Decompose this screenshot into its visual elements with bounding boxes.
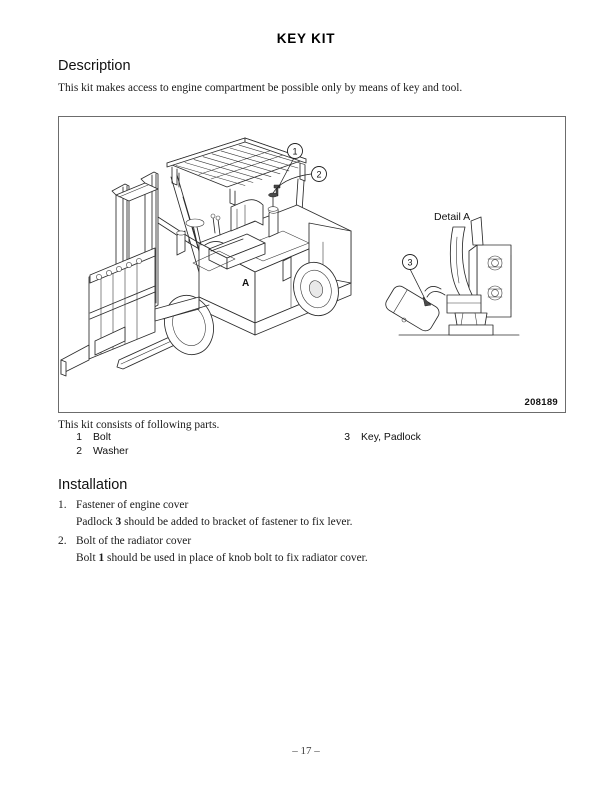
figure-number: 208189 [524,397,558,408]
step-title-row: 1. Fastener of engine cover [58,497,566,514]
parts-list: 1 Bolt 2 Washer 3 Key, Padlock [58,432,566,466]
callout-balloon-1 [287,143,303,159]
section-marker-a: A [242,278,249,289]
step-detail-ref: 1 [98,552,105,564]
callout-balloon-3 [402,254,418,270]
callout-3: 3 [402,254,432,307]
heading-description: Description [58,58,131,74]
step-detail: Bolt 1 should be used in place of knob b… [58,550,566,567]
callout-balloon-2 [311,166,327,182]
latch-lever [446,226,482,314]
step-title-row: 2. Bolt of the radiator cover [58,533,566,550]
step-detail-suffix: should be added to bracket of fastener t… [121,516,353,528]
engine-cover-fasteners [176,208,292,282]
page-footer: – 17 – [292,745,320,757]
part-item: 1 Bolt [65,432,111,443]
step-number: 2. [58,535,67,547]
forklift-drawing: A [60,137,352,377]
base-pedestal [448,312,494,336]
step-title: Bolt of the radiator cover [76,535,192,547]
svg-text:2: 2 [316,169,321,179]
rear-wheel [293,261,339,317]
part-name: Washer [93,446,129,457]
description-paragraph: This kit makes access to engine compartm… [58,82,463,94]
page-title: KEY KIT [276,31,336,46]
detail-a-view: Detail A [385,211,520,336]
part-number: 2 [76,446,82,457]
step-detail-suffix: should be used in place of knob bolt to … [104,552,368,564]
part-number: 3 [344,432,350,443]
operator-seat [185,199,266,272]
step-number: 1. [58,499,67,511]
svg-text:1: 1 [292,146,297,156]
forklift-diagram-svg: A 1 2 Detail A [60,137,520,377]
step-detail-prefix: Padlock [76,516,116,528]
heading-installation: Installation [58,477,128,493]
step-title: Fastener of engine cover [76,499,189,511]
part-number: 1 [76,432,82,443]
bracket-plate [468,216,512,318]
bolt-head-lower [487,285,503,301]
step-detail: Padlock 3 should be added to bracket of … [58,514,566,531]
installation-step: 1. Fastener of engine cover Padlock 3 sho… [58,497,566,531]
part-item: 2 Washer [65,446,128,457]
frame-rail [154,296,210,322]
part-name: Bolt [93,432,111,443]
svg-text:3: 3 [407,257,412,267]
parts-intro: This kit consists of following parts. [58,419,220,431]
step-detail-ref: 3 [115,516,122,528]
step-detail-prefix: Bolt [76,552,99,564]
part-item: 3 Key, Padlock [333,432,421,443]
detail-a-label: Detail A [434,211,470,223]
installation-step: 2. Bolt of the radiator cover Bolt 1 shou… [58,533,566,567]
padlock-item [385,285,446,332]
figure-illustration: A 1 2 Detail A [58,116,566,413]
callout-1: 1 [273,143,303,197]
callout-2: 2 [267,166,327,212]
part-name: Key, Padlock [361,432,421,443]
bolt-head-upper [487,255,503,271]
installation-steps: 1. Fastener of engine cover Padlock 3 sho… [58,497,566,569]
